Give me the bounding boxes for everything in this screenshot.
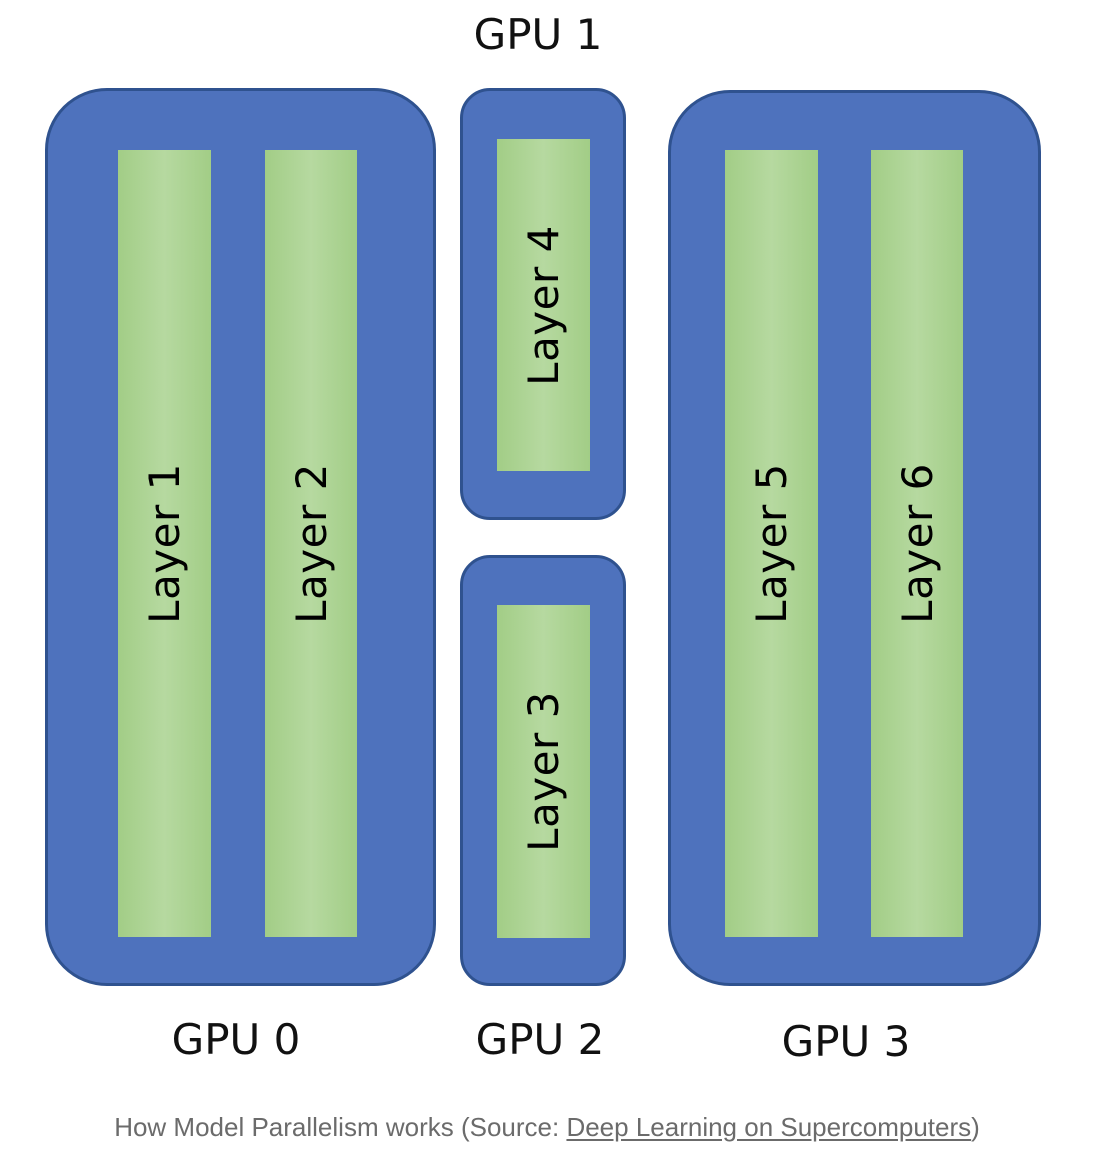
layer-5-block: Layer 5	[725, 150, 818, 937]
gpu-3-box: Layer 5 Layer 6	[668, 90, 1041, 986]
gpu-0-box: Layer 1 Layer 2	[45, 88, 436, 986]
figure-caption: How Model Parallelism works (Source: Dee…	[0, 1112, 1094, 1143]
caption-suffix: )	[971, 1112, 980, 1142]
gpu-2-box: Layer 3	[460, 555, 626, 986]
gpu-0-label: GPU 0	[171, 1015, 301, 1064]
layer-3-block: Layer 3	[497, 605, 590, 938]
layer-1-label: Layer 1	[140, 463, 190, 624]
layer-3-label: Layer 3	[519, 691, 569, 852]
gpu-3-label: GPU 3	[781, 1017, 911, 1066]
layer-1-block: Layer 1	[118, 150, 211, 937]
gpu-2-label: GPU 2	[475, 1015, 605, 1064]
layer-2-label: Layer 2	[286, 463, 336, 624]
layer-6-block: Layer 6	[871, 150, 963, 937]
layer-5-label: Layer 5	[747, 463, 797, 624]
layer-4-label: Layer 4	[519, 224, 569, 386]
source-link[interactable]: Deep Learning on Supercomputers	[566, 1112, 972, 1142]
gpu-1-label: GPU 1	[473, 10, 603, 59]
layer-2-block: Layer 2	[265, 150, 357, 937]
gpu-1-box: Layer 4	[460, 88, 626, 520]
layer-6-label: Layer 6	[892, 463, 942, 624]
caption-prefix: How Model Parallelism works (Source:	[114, 1112, 567, 1142]
layer-4-block: Layer 4	[497, 139, 590, 471]
